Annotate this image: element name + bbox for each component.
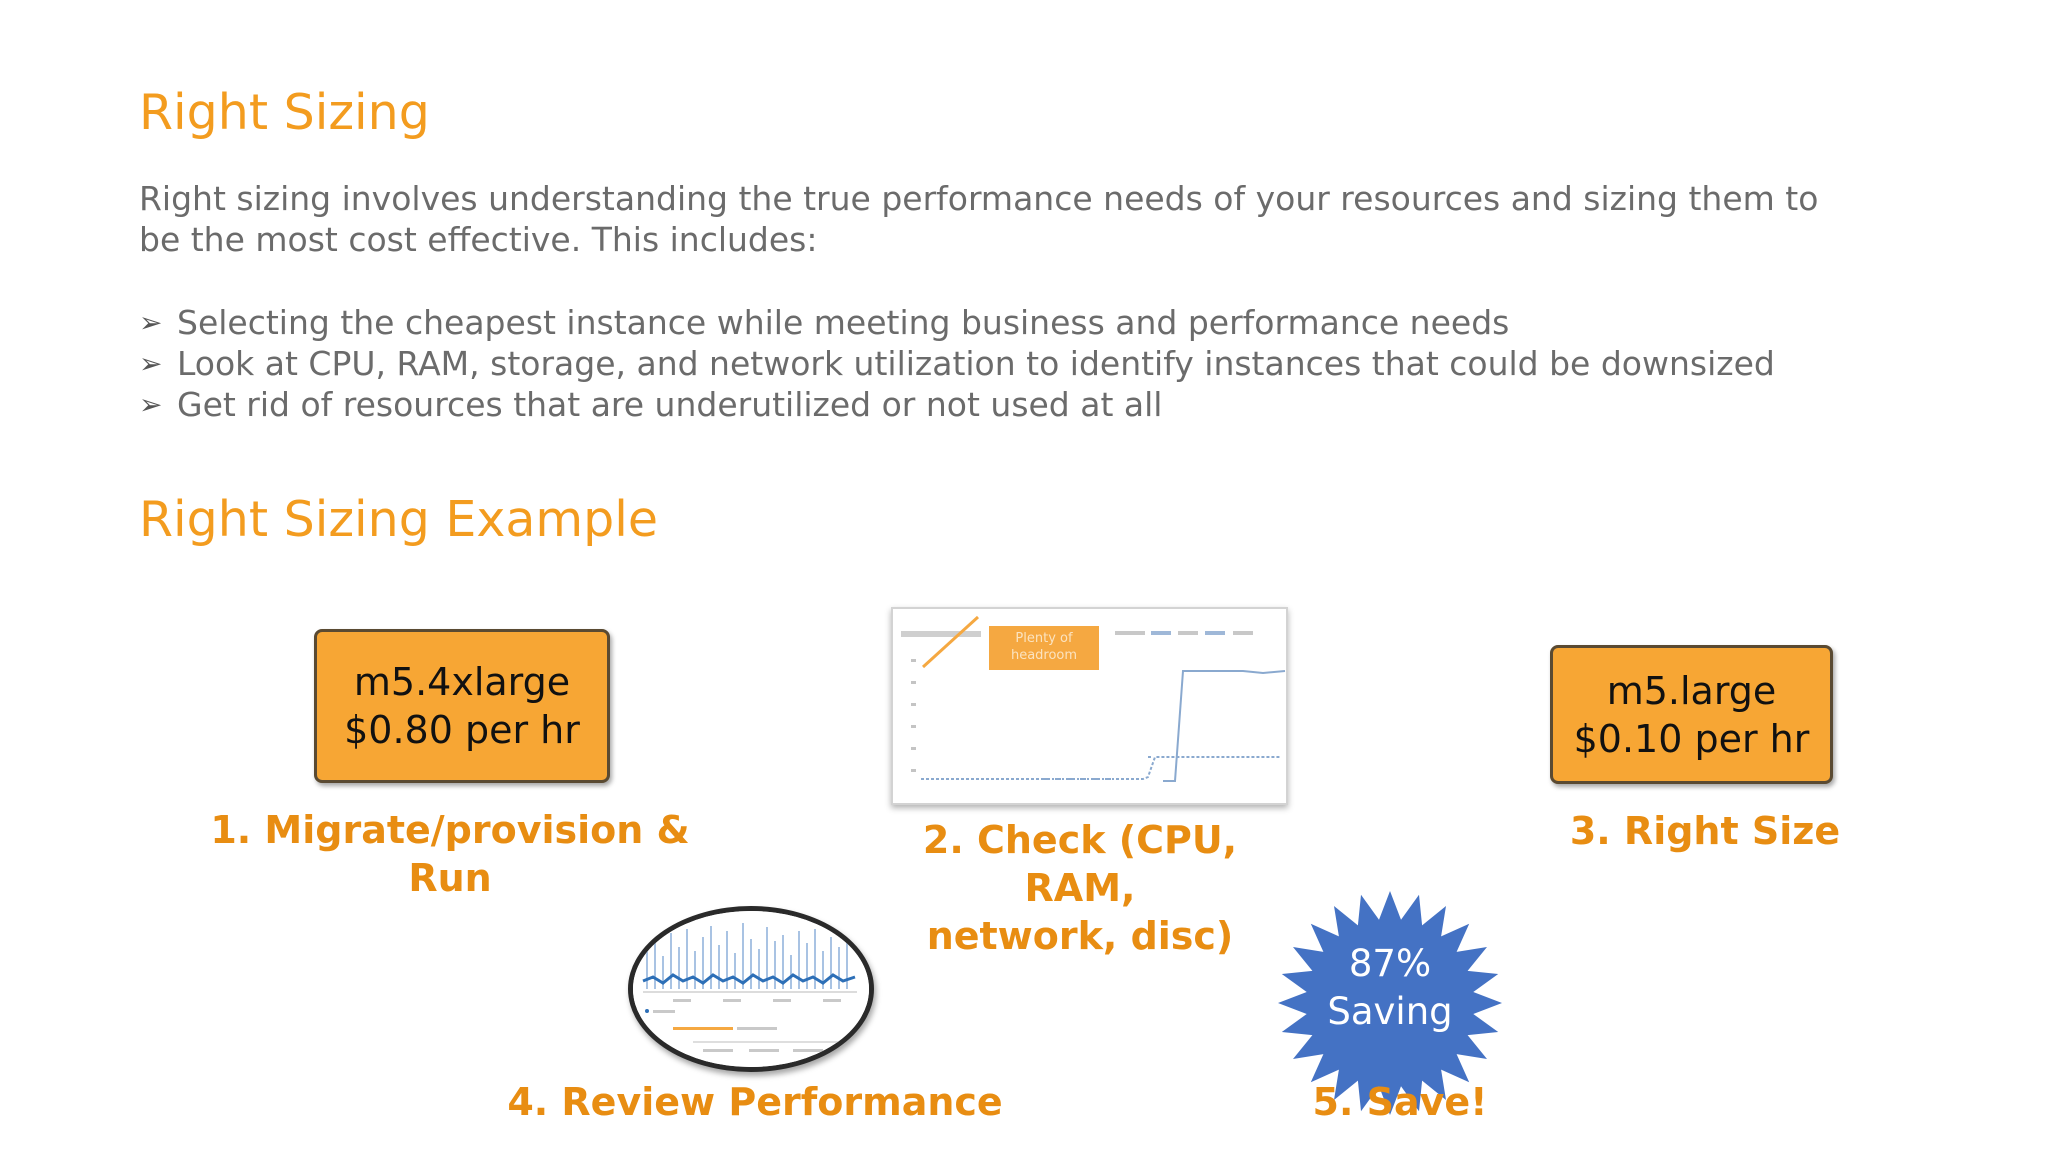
step-2-line-1: 2. Check (CPU, RAM, (922, 818, 1238, 910)
savings-percent: 87% (1348, 942, 1432, 985)
bullet-text: Selecting the cheapest instance while me… (177, 303, 1510, 342)
list-item: ➢ Look at CPU, RAM, storage, and network… (139, 343, 1775, 384)
page-title: Right Sizing (139, 84, 430, 141)
step-3-label: 3. Right Size (1569, 809, 1841, 853)
instance-type: m5.large (1606, 668, 1777, 713)
bullet-text: Look at CPU, RAM, storage, and network u… (177, 344, 1775, 383)
headroom-callout: Plenty of headroom (989, 626, 1099, 670)
bullet-arrow-icon: ➢ (139, 347, 163, 380)
instance-price: $0.10 per hr (1573, 716, 1810, 761)
example-title: Right Sizing Example (139, 491, 658, 548)
list-item: ➢ Selecting the cheapest instance while … (139, 302, 1775, 343)
step-2-label: 2. Check (CPU, RAM, network, disc) (870, 816, 1290, 960)
bullet-arrow-icon: ➢ (139, 306, 163, 339)
instance-type: m5.4xlarge (353, 660, 571, 704)
bullet-list: ➢ Selecting the cheapest instance while … (139, 302, 1775, 425)
starburst-icon (1278, 891, 1502, 1115)
performance-review-thumbnail (628, 906, 874, 1072)
instance-price: $0.80 per hr (344, 708, 580, 752)
instance-box-m5-large: m5.large $0.10 per hr (1550, 645, 1833, 784)
list-item: ➢ Get rid of resources that are underuti… (139, 384, 1775, 425)
utilization-chart-thumbnail: Plenty of headroom (891, 607, 1288, 805)
performance-chart-graphic (633, 911, 869, 1067)
savings-label: Saving (1327, 990, 1453, 1033)
bullet-text: Get rid of resources that are underutili… (177, 385, 1163, 424)
savings-badge: 87% Saving (1275, 940, 1505, 1036)
intro-paragraph: Right sizing involves understanding the … (139, 179, 1819, 259)
bullet-arrow-icon: ➢ (139, 388, 163, 421)
step-1-line-2: Run (408, 856, 492, 900)
step-5-label: 5. Save! (1312, 1080, 1488, 1124)
instance-box-m5-4xlarge: m5.4xlarge $0.80 per hr (314, 629, 610, 783)
step-2-line-2: network, disc) (926, 914, 1234, 958)
step-4-label: 4. Review Performance (507, 1080, 1003, 1124)
step-1-line-1: 1. Migrate/provision & (210, 808, 690, 852)
step-1-label: 1. Migrate/provision & Run (210, 806, 690, 902)
